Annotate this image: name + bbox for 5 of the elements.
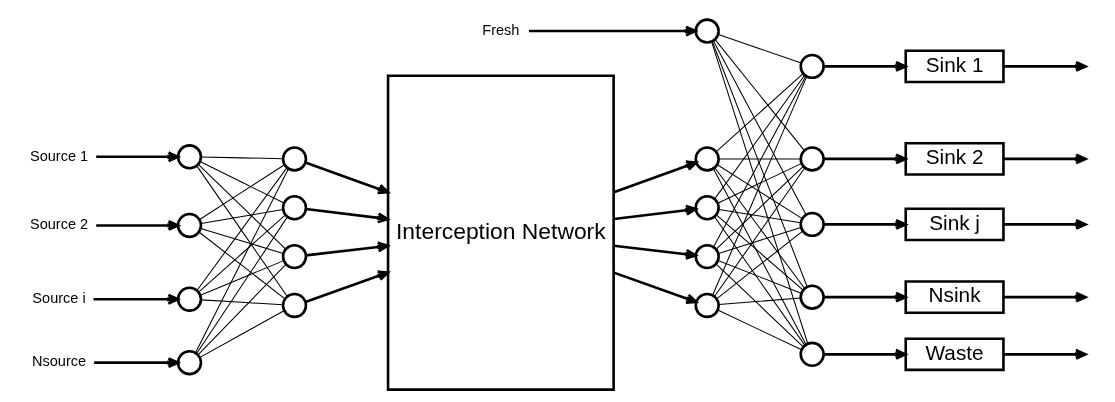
node-text: Fresh <box>482 21 520 38</box>
node-text: Nsource <box>31 353 87 370</box>
node-text: Source 1 <box>29 147 89 164</box>
node-text: Source 2 <box>29 216 89 233</box>
node-text: Source i <box>32 290 86 307</box>
